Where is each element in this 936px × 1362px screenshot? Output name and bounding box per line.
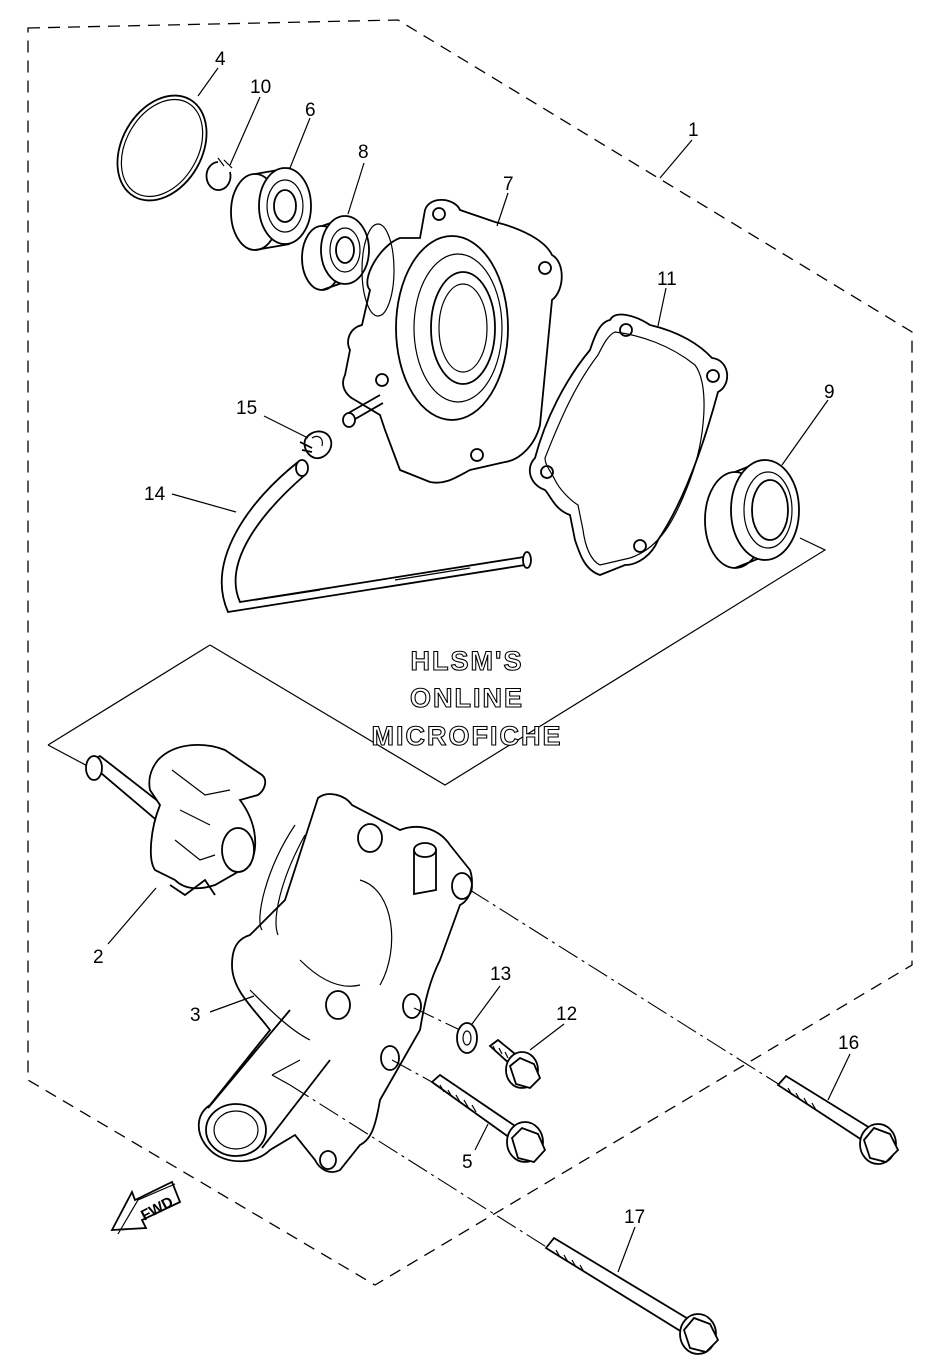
gasket-part: [528, 313, 728, 576]
alignment-line-5: [391, 1059, 433, 1083]
callout-5: 5: [462, 1152, 473, 1173]
medium-bolt-part: [430, 1073, 547, 1164]
callout-9: 9: [824, 382, 835, 403]
callout-15: 15: [236, 398, 257, 419]
circlip-part: [205, 157, 233, 191]
callout-11: 11: [657, 269, 677, 290]
watermark-line-3: MICROFICHE: [372, 721, 563, 751]
callout-6: 6: [305, 100, 316, 121]
callout-12: 12: [556, 1004, 577, 1025]
washer-part: [456, 1022, 478, 1054]
oil-seal-part: [301, 215, 370, 291]
alignment-line-17: [289, 1084, 549, 1249]
pump-housing-part: [197, 793, 473, 1173]
callout-1: 1: [688, 120, 699, 141]
o-ring-part: [116, 94, 208, 202]
callout-14: 14: [144, 484, 166, 505]
lower-frame-line: [271, 1059, 301, 1086]
callout-16: 16: [838, 1033, 859, 1054]
housing-cover-part: [342, 198, 563, 484]
short-bolt-part: [488, 1038, 542, 1090]
leader-lines: [107, 67, 851, 1273]
assembly-boundary: [27, 19, 913, 1286]
mechanical-seal-part: [704, 459, 800, 569]
alignment-line-13: [413, 1007, 461, 1031]
watermark-line-2: ONLINE: [410, 683, 524, 713]
callout-3: 3: [190, 1005, 201, 1026]
alignment-line-16: [469, 889, 781, 1086]
callout-7: 7: [503, 174, 514, 195]
callout-17: 17: [624, 1207, 645, 1228]
upper-frame-line: [209, 537, 827, 786]
callout-8: 8: [358, 142, 369, 163]
callout-10: 10: [250, 77, 271, 98]
longest-bolt-part: [544, 1236, 720, 1355]
long-bolt-part: [776, 1074, 900, 1165]
callout-4: 4: [215, 49, 226, 70]
callout-2: 2: [93, 947, 104, 968]
forward-arrow-icon: FWD: [110, 1180, 182, 1235]
impeller-shaft-part: [85, 744, 267, 897]
watermark: HLSM'S ONLINE MICROFICHE: [371, 645, 563, 751]
hose-part: [221, 459, 532, 613]
watermark-line-1: HLSM'S: [411, 646, 524, 676]
hose-clamp-part: [299, 430, 333, 460]
callout-13: 13: [490, 964, 511, 985]
bearing-part: [230, 167, 312, 251]
upper-frame-line-2: [47, 644, 211, 746]
